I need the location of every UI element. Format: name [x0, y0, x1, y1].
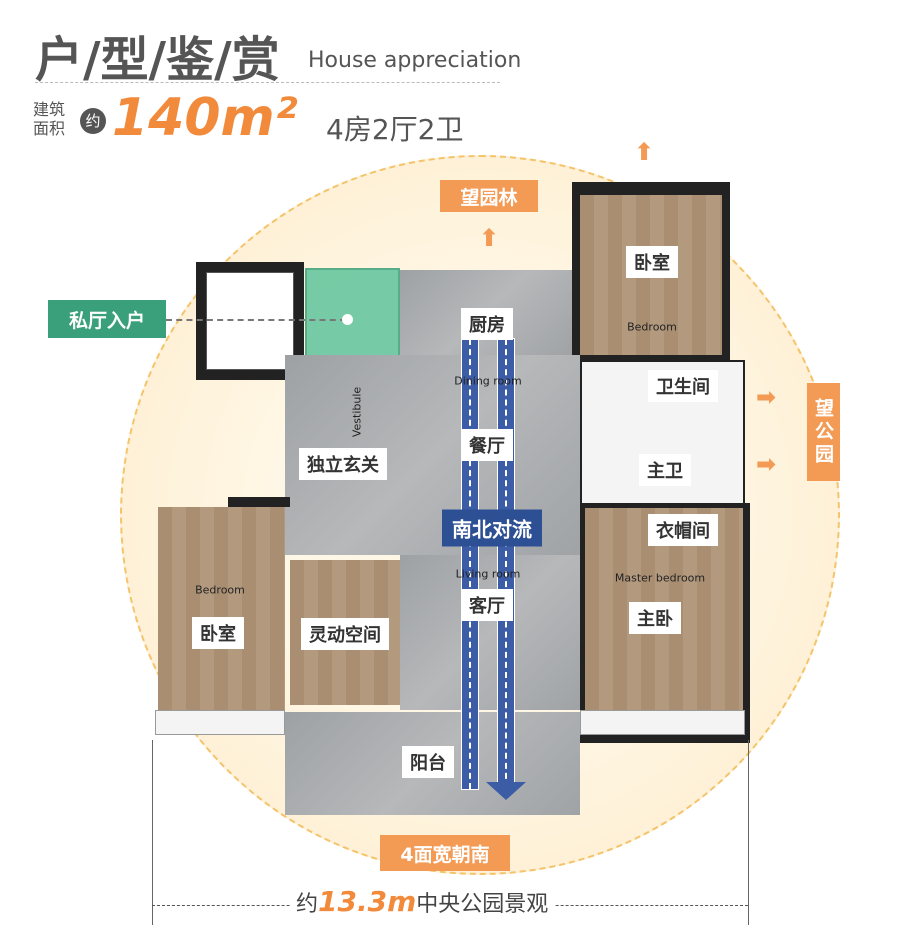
label-dining: 餐厅	[461, 429, 513, 461]
approx-badge: 约	[80, 108, 106, 134]
tag-south-facing: 4面宽朝南	[380, 835, 510, 871]
entry-pointer	[166, 319, 346, 321]
window	[580, 710, 745, 735]
label-en: Dining room	[454, 374, 522, 388]
flow-lane	[497, 338, 515, 790]
tag-garden-view: 望园林	[440, 180, 538, 212]
label-living: 客厅	[461, 589, 513, 621]
dimension-tick	[152, 740, 153, 925]
label-en: Living room	[455, 567, 521, 581]
room-living	[400, 555, 580, 710]
page-title: 户/型/鉴/赏	[35, 32, 280, 88]
footer-prefix: 约	[296, 892, 319, 917]
arrow-up-icon: ⬆	[479, 224, 500, 252]
label-en: Bedroom	[627, 320, 677, 334]
elevator	[206, 272, 294, 370]
label-bedroom: 卧室	[626, 246, 678, 278]
room-bedroom-west	[158, 507, 285, 710]
label-flex: 灵动空间	[301, 618, 389, 650]
wall	[228, 497, 290, 507]
entry-dot	[342, 314, 353, 325]
label-bedroom: 卧室	[192, 617, 244, 649]
arrow-down-icon	[486, 782, 526, 800]
dimension-tick	[748, 740, 749, 925]
tag-park-view: 望公园	[807, 383, 840, 481]
label-wardrobe: 衣帽间	[648, 514, 718, 546]
label-balcony: 阳台	[402, 746, 454, 778]
arrow-up-icon: ⬆	[634, 138, 655, 166]
label-master: 主卧	[629, 602, 681, 634]
label-kitchen: 厨房	[461, 308, 513, 340]
arrow-right-icon: ➡	[756, 383, 777, 411]
window	[155, 710, 285, 735]
label-en: Master bedroom	[614, 571, 706, 585]
label-bathroom: 卫生间	[648, 370, 718, 402]
label-en: Bedroom	[195, 583, 245, 597]
footer-dimension: 约13.3m中央公园景观	[290, 885, 555, 918]
flow-lane	[461, 338, 479, 790]
page-subtitle: House appreciation	[308, 48, 522, 73]
arrow-right-icon: ➡	[756, 450, 777, 478]
label-en: Vestibule	[350, 386, 364, 438]
layout-summary: 4房2厅2卫	[326, 113, 464, 146]
label-vestibule: 独立玄关	[299, 448, 387, 480]
flow-badge: 南北对流	[442, 509, 542, 547]
area-value: 140m²	[112, 88, 298, 148]
divider	[35, 82, 500, 83]
area-label: 建筑面积	[33, 100, 66, 138]
footer-width: 13.3m	[318, 885, 417, 918]
label-master-bath: 主卫	[639, 454, 691, 486]
tag-private-entry: 私厅入户	[48, 300, 166, 338]
footer-suffix: 中央公园景观	[416, 892, 549, 917]
